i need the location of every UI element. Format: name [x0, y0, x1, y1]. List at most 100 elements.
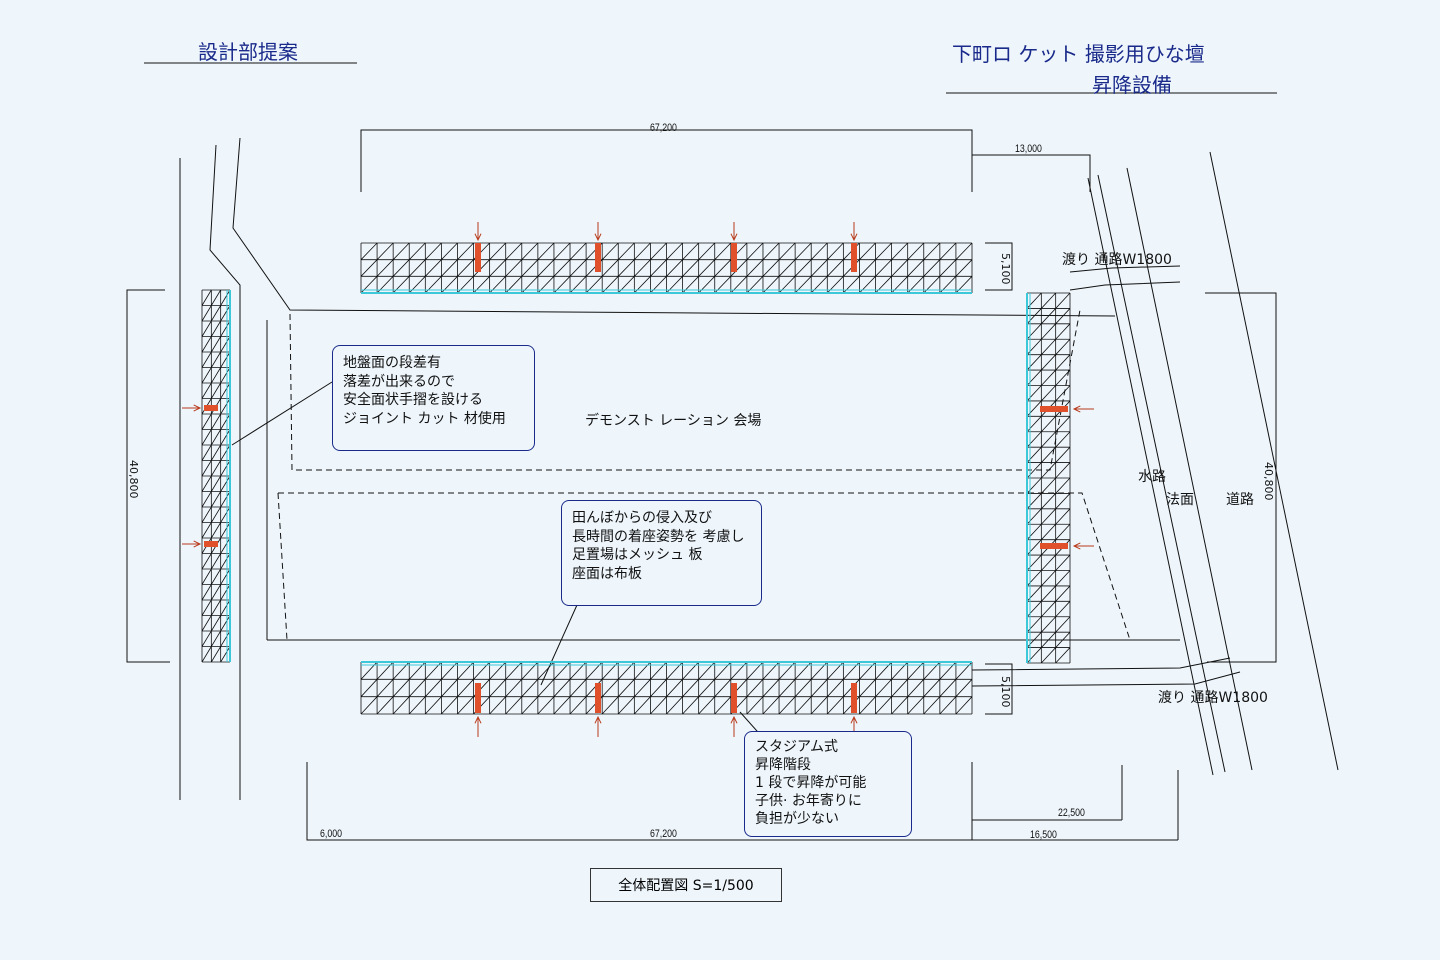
stand-north: [360, 242, 973, 294]
stair-south-3: [731, 683, 737, 713]
stand-grid: [1026, 292, 1071, 664]
label-venue: デモンスト レーション 会場: [585, 413, 762, 429]
label-bridge-bottom: 渡り 通路W1800: [1158, 690, 1268, 706]
dim-line-top-right: [972, 154, 1091, 192]
dim-top-width: 67,200: [650, 122, 677, 134]
stair-arrow-south-2: [594, 715, 602, 737]
stair-arrow-south-1: [474, 715, 482, 737]
stair-north-2: [595, 243, 601, 272]
dashed-area-lower-left: [277, 492, 288, 641]
stair-arrow-north-2: [594, 222, 602, 242]
stand-grid: [360, 661, 973, 715]
stand-south: [360, 661, 973, 715]
note-line: 座面は布板: [572, 565, 642, 582]
dim-line-right: [1205, 292, 1277, 663]
label-waterway: 水路: [1138, 469, 1166, 485]
note-stairs: スタジアム式 昇降階段 1 段で昇降が可能 子供· お年寄りに 負担が少ない: [744, 731, 912, 837]
stair-north-1: [475, 243, 481, 272]
note-seating: 田んぼからの侵入及び 長時間の着座姿勢を 考慮し 足置場はメッシュ 板 座面は布…: [561, 500, 762, 606]
drawing-caption: 全体配置図 S=1/500: [590, 868, 782, 902]
dim-stand-depth-bottom: 5,100: [999, 676, 1012, 708]
dim-left-height: 40,800: [127, 460, 140, 499]
stair-east-2: [1040, 543, 1068, 549]
arrow-head: [193, 540, 202, 548]
bridge-top-line-1: [1069, 265, 1181, 273]
stair-south-2: [595, 683, 601, 713]
stair-arrow-north-1: [474, 222, 482, 242]
dim-bottom-right-2: 16,500: [1030, 829, 1057, 841]
dim-line-top: [360, 129, 973, 192]
stair-arrow-west-2: [182, 540, 202, 548]
label-road: 道路: [1226, 492, 1254, 508]
note-line: 落差が出来るので: [343, 373, 455, 390]
stair-south-1: [475, 683, 481, 713]
bridge-top-line-2: [1069, 281, 1181, 291]
note-line: 負担が少ない: [755, 811, 839, 827]
arrow-head: [1072, 542, 1081, 550]
arrow-head: [594, 715, 602, 724]
dashed-area-upper: [289, 309, 1081, 471]
note-line: 1 段で昇降が可能: [755, 775, 867, 791]
stair-north-4: [851, 243, 857, 272]
stand-grid: [201, 289, 231, 663]
arrow-head: [474, 715, 482, 724]
note-line: 田んぼからの侵入及び: [572, 510, 712, 526]
label-bridge-top: 渡り 通路W1800: [1062, 252, 1172, 268]
stair-east-1: [1040, 406, 1068, 412]
dim-line-left: [126, 289, 170, 663]
arrow-head: [850, 233, 858, 242]
dim-bottom-width: 67,200: [650, 828, 677, 840]
dim-stand-depth-top: 5,100: [999, 253, 1012, 285]
boundary-top-road: [232, 137, 1116, 317]
arrow-head: [730, 715, 738, 724]
bridge-bottom-line-1: [971, 657, 1231, 671]
stair-arrow-east-1: [1072, 405, 1094, 413]
leader-ground: [231, 381, 333, 446]
note-ground-level: 地盤面の段差有 落差が出来るので 安全面状手摺を設ける ジョイント カット 材使…: [332, 345, 535, 451]
waterway-line-2: [1097, 174, 1226, 773]
stair-west-2: [204, 541, 218, 547]
note-line: 子供· お年寄りに: [755, 793, 862, 809]
stand-grid: [360, 242, 973, 294]
note-line: スタジアム式: [755, 739, 839, 755]
note-line: 地盤面の段差有: [343, 355, 441, 371]
arrow-head: [474, 233, 482, 242]
stand-east: [1026, 292, 1071, 664]
dim-line-bottom: [306, 762, 973, 841]
stair-south-4: [851, 683, 857, 713]
waterway-line-1: [1087, 177, 1214, 776]
arrow-head: [193, 404, 202, 412]
stair-north-3: [731, 243, 737, 272]
dim-top-right: 13,000: [1015, 143, 1042, 155]
dim-right-height: 40,800: [1262, 462, 1275, 501]
stair-arrow-north-3: [730, 222, 738, 242]
dim-line-depth-top: [985, 242, 1013, 291]
stair-arrow-east-2: [1072, 542, 1094, 550]
dashed-area-lower: [278, 492, 1131, 641]
arrow-head: [850, 715, 858, 724]
dim-line-depth-bottom: [985, 663, 1013, 715]
leader-seating: [540, 604, 578, 686]
road-line: [1209, 151, 1339, 771]
boundary-left-road: [209, 144, 241, 800]
note-line: ジョイント カット 材使用: [343, 410, 506, 427]
right-title-line-2: 昇降設備: [1092, 73, 1172, 97]
note-line: 昇降階段: [755, 757, 811, 773]
right-title-line-1: 下町ロ ケット 撮影用ひな壇: [952, 42, 1205, 66]
dim-bottom-left: 6,000: [320, 828, 343, 840]
left-title: 設計部提案: [198, 40, 298, 64]
bridge-bottom-line-2: [971, 671, 1241, 687]
arrow-head: [730, 233, 738, 242]
arrow-head: [1072, 405, 1081, 413]
slope-line: [1126, 167, 1253, 771]
note-line: 足置場はメッシュ 板: [572, 547, 703, 563]
stair-arrow-north-4: [850, 222, 858, 242]
stair-arrow-west-1: [182, 404, 202, 412]
dim-bottom-right-1: 22,500: [1058, 807, 1085, 819]
stand-west: [201, 289, 231, 663]
note-line: 安全面状手摺を設ける: [343, 392, 483, 408]
stair-arrow-south-3: [730, 715, 738, 737]
label-slope: 法面: [1166, 492, 1194, 508]
note-line: 長時間の着座姿勢を 考慮し: [572, 528, 745, 545]
